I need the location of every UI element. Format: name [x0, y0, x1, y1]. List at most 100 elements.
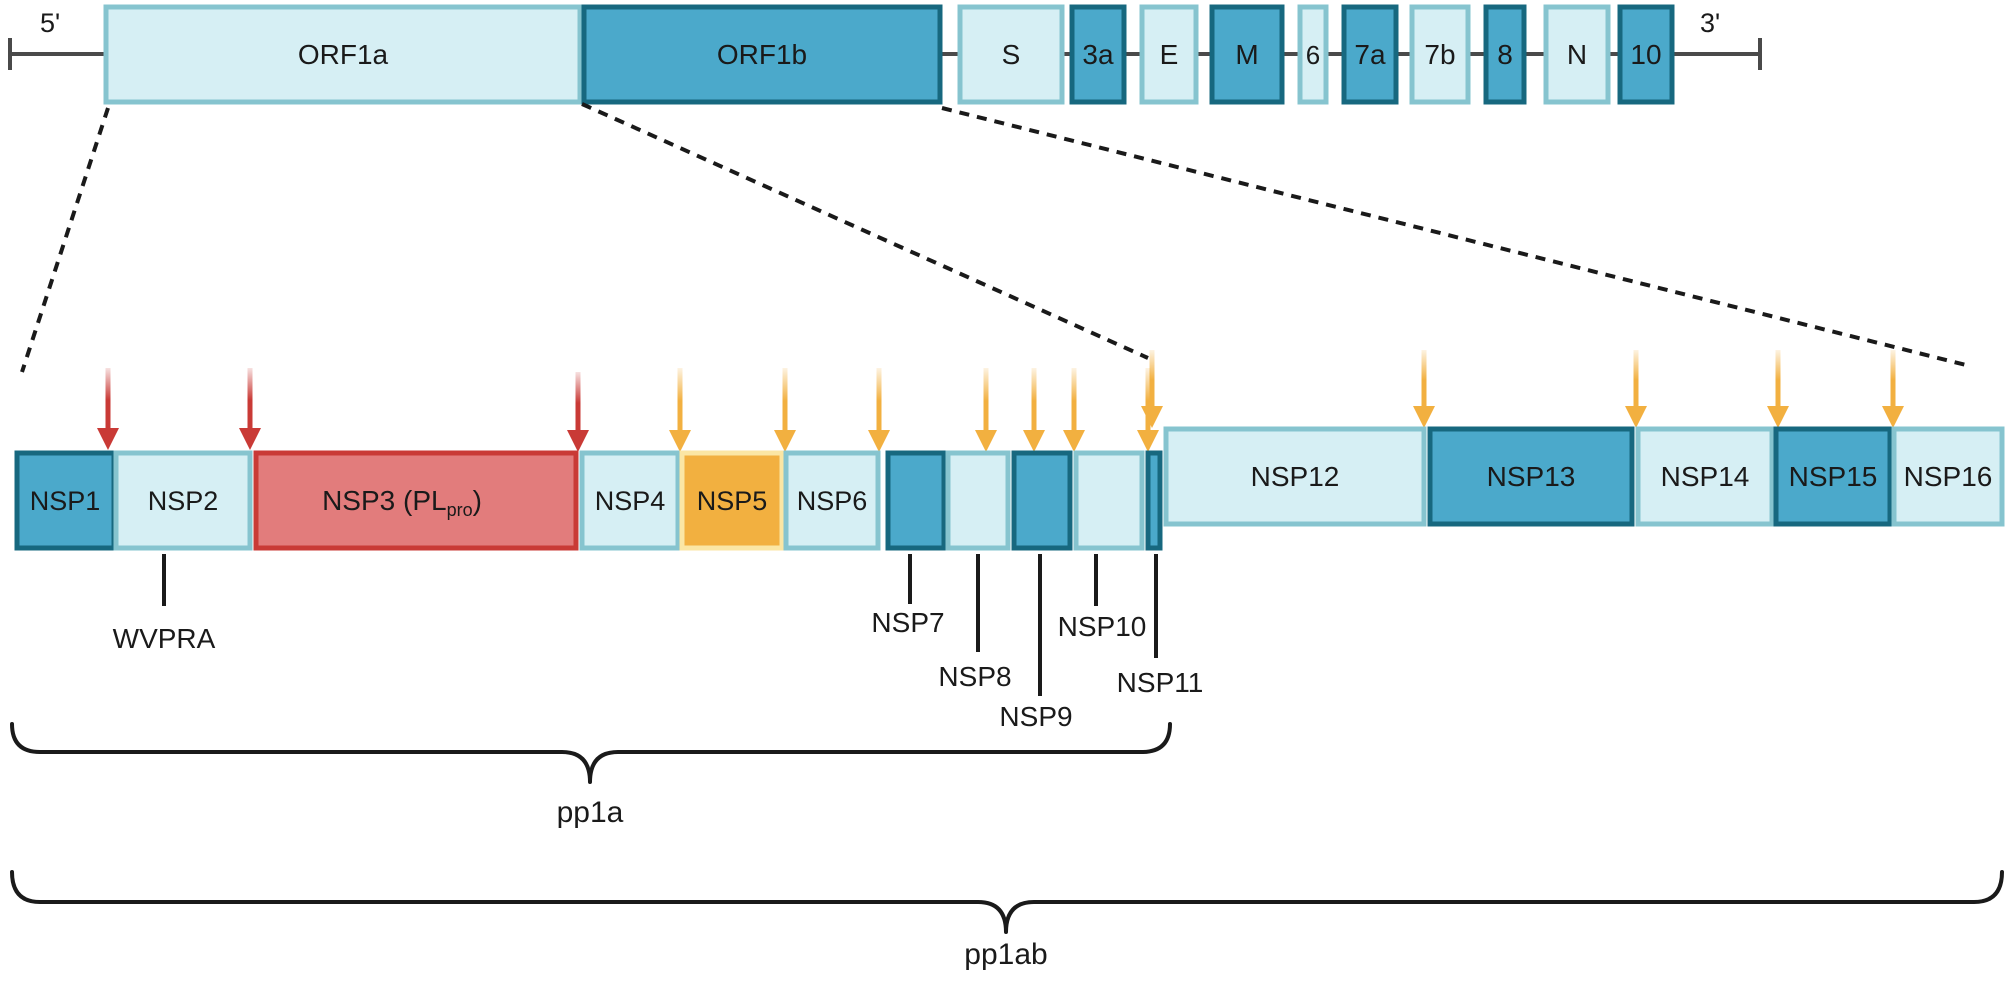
arrow-head: [1767, 406, 1789, 428]
nsp-box: [1427, 426, 1635, 527]
arrow-head: [97, 428, 119, 450]
callouts: [162, 554, 1158, 696]
gene-e: E: [1139, 4, 1199, 105]
nsp-block-nsp8: [945, 450, 1011, 551]
gene-label: 7a: [1354, 39, 1386, 70]
arrow-shaft: [677, 368, 683, 434]
gene-box: [1617, 4, 1675, 105]
gene-box: [1297, 4, 1329, 105]
nsp-block-nsp4: NSP4: [579, 450, 681, 551]
arrow-shaft: [1145, 368, 1151, 434]
callout-label-nsp7: NSP7: [871, 607, 944, 638]
cleavage-arrows: [97, 350, 1904, 452]
nsp-block-nsp7: [885, 450, 947, 551]
nsp-label: NSP4: [595, 486, 666, 516]
gene-box: [581, 4, 943, 105]
arrow-shaft: [1031, 368, 1037, 434]
gene-box: [957, 4, 1065, 105]
gene-box: [1543, 4, 1611, 105]
gene-label: S: [1002, 39, 1021, 70]
cleavage-arrow-mpro: [1767, 350, 1789, 428]
arrow-head: [1141, 406, 1163, 428]
arrow-shaft: [575, 372, 581, 434]
zoom-line-orf1a-start: [20, 107, 110, 373]
arrow-head: [1063, 430, 1085, 452]
cleavage-arrow-mpro: [868, 368, 890, 452]
nsp-label: NSP5: [697, 486, 768, 516]
arrow-shaft: [782, 368, 788, 434]
gene-label: 8: [1497, 39, 1513, 70]
nsp-box: [253, 450, 579, 551]
nsp-box: [1163, 426, 1427, 527]
gene-orf1a: ORF1a: [103, 4, 583, 105]
arrow-shaft: [1421, 350, 1427, 410]
arrow-shaft: [1071, 368, 1077, 434]
zoom-guides: [20, 102, 1967, 373]
gene-7b: 7b: [1409, 4, 1471, 105]
arrow-shaft: [876, 368, 882, 434]
arrow-shaft: [1633, 350, 1639, 410]
cleavage-arrow-mpro: [1882, 350, 1904, 428]
callout-label-nsp11: NSP11: [1117, 667, 1204, 698]
arrow-head: [567, 430, 589, 452]
callout-label-nsp9: NSP9: [999, 701, 1072, 732]
nsp-label: NSP13: [1487, 461, 1576, 492]
cleavage-arrow-plpro: [567, 372, 589, 452]
nsp-block-nsp9: [1011, 450, 1073, 551]
gene-box: [1409, 4, 1471, 105]
cleavage-arrow-mpro: [1625, 350, 1647, 428]
gene-label: ORF1a: [298, 39, 389, 70]
gene-label: M: [1235, 39, 1258, 70]
nsp3-label-sub: pro: [447, 500, 473, 520]
cleavage-arrow-mpro: [1141, 350, 1163, 428]
callout-label-nsp8: NSP8: [938, 661, 1011, 692]
three-prime-label: 3': [1700, 8, 1720, 38]
nsp-block-nsp15: NSP15: [1773, 426, 1893, 527]
gene-box: [103, 4, 583, 105]
gene-label: 6: [1306, 40, 1320, 70]
nsp-box: [1145, 450, 1163, 551]
cleavage-arrow-plpro: [97, 368, 119, 450]
five-prime-label: 5': [40, 8, 60, 38]
nsp-box: [783, 450, 881, 551]
nsp-block-nsp3: NSP3 (PLpro): [253, 450, 579, 551]
gene-box: [1069, 4, 1127, 105]
nsp-box: [1635, 426, 1775, 527]
zoom-line-orf1b-end: [941, 106, 1967, 367]
callout-label-wvpra: WVPRA: [113, 623, 216, 654]
gene-m: M: [1209, 4, 1285, 105]
nsp-label: NSP2: [148, 486, 219, 516]
cleavage-arrow-mpro: [1063, 368, 1085, 452]
nsp-box: [885, 450, 947, 551]
cleavage-arrow-plpro: [239, 368, 261, 450]
gene-label: 10: [1630, 39, 1661, 70]
gene-label: ORF1b: [717, 39, 807, 70]
gene-label: E: [1160, 39, 1179, 70]
arrow-head: [774, 430, 796, 452]
arrow-head: [1625, 406, 1647, 428]
bracket-pp1ab: [10, 870, 2004, 934]
gene-s: S: [957, 4, 1065, 105]
arrow-shaft: [1149, 350, 1155, 410]
cleavage-arrow-mpro: [1413, 350, 1435, 428]
nsp-label: NSP12: [1251, 461, 1340, 492]
nsp-label: NSP3 (PLpro): [322, 485, 482, 520]
nsp-box: [679, 450, 785, 551]
arrow-shaft: [105, 368, 111, 432]
nsp3-label-main: NSP3 (PL: [322, 485, 447, 516]
arrow-head: [975, 430, 997, 452]
nsp-box: [1891, 426, 2005, 527]
arrow-head: [1413, 406, 1435, 428]
arrow-head: [1023, 430, 1045, 452]
arrow-shaft: [1775, 350, 1781, 410]
nsp-label: NSP16: [1904, 461, 1993, 492]
cleavage-arrow-mpro: [975, 368, 997, 452]
gene-box: [1139, 4, 1199, 105]
zoom-line-orf1a-end: [581, 102, 1149, 360]
nsp-block-nsp14: NSP14: [1635, 426, 1775, 527]
nsp-label: NSP14: [1661, 461, 1750, 492]
bracket-label-pp1ab: pp1ab: [964, 938, 1047, 971]
gene-box: [1483, 4, 1527, 105]
nsp-block-nsp2: NSP2: [113, 450, 253, 551]
